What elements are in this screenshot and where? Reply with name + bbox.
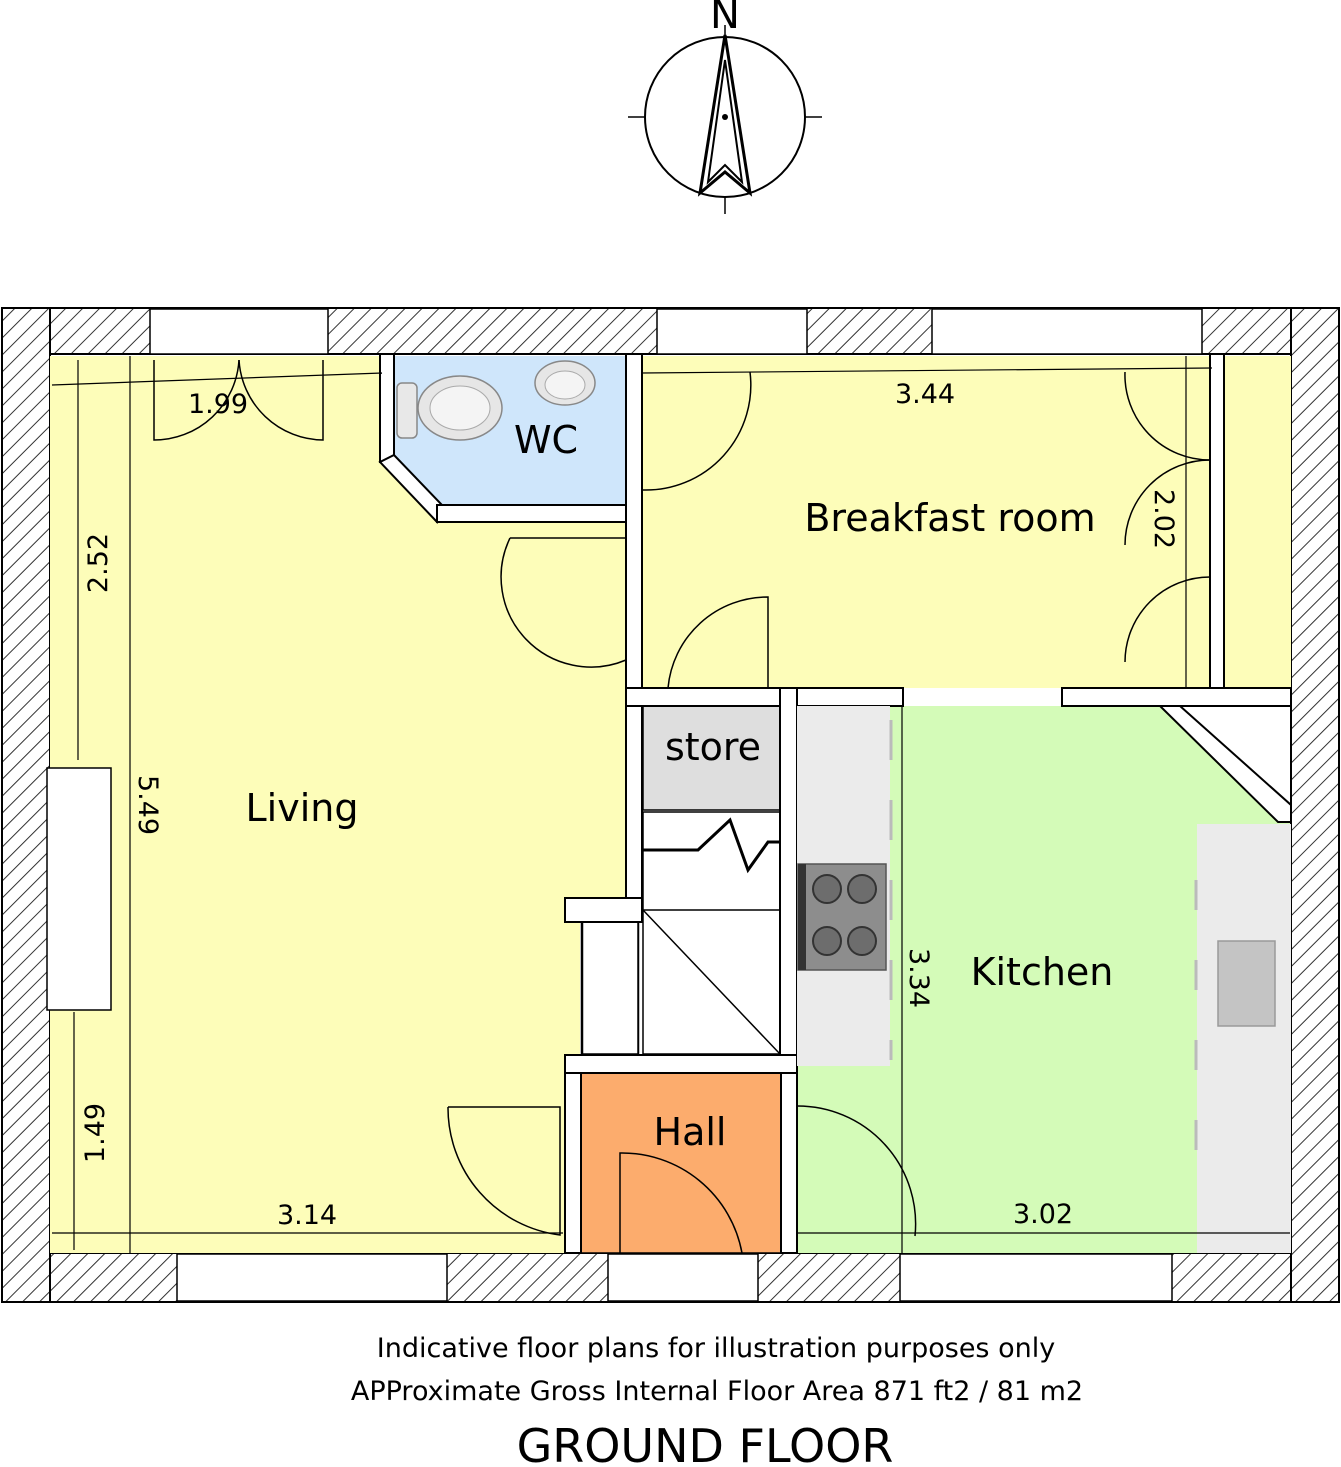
windows <box>149 308 1203 1302</box>
store-label: store <box>665 725 761 769</box>
dim-living-left-lower: 1.49 <box>80 1103 111 1163</box>
dim-living-height: 5.49 <box>132 775 163 835</box>
dim-living-bottom: 3.14 <box>277 1200 337 1231</box>
kitchen-counters <box>797 706 1291 1253</box>
dim-living-left-upper: 2.52 <box>83 533 114 593</box>
note-line-1: Indicative floor plans for illustration … <box>377 1333 1055 1364</box>
hob-icon <box>797 863 887 971</box>
hall-label: Hall <box>654 1110 727 1154</box>
breakfast-label: Breakfast room <box>804 496 1095 540</box>
living-room <box>50 356 626 1253</box>
fireplace-hearth <box>46 767 112 1011</box>
staircase <box>580 811 781 1055</box>
breakfast-alcove <box>1224 356 1291 688</box>
store-room <box>642 705 781 811</box>
hall-room <box>580 1072 782 1254</box>
dimension-lines <box>51 356 1290 1253</box>
dim-kitchen-height: 3.34 <box>903 948 934 1008</box>
compass-north-label: N <box>710 0 740 38</box>
breakfast-room <box>642 356 1210 688</box>
kitchen-room <box>797 706 1290 1253</box>
dim-kitchen-width: 3.02 <box>1013 1199 1073 1230</box>
toilet-cistern-icon <box>396 382 418 439</box>
living-label: Living <box>246 786 359 830</box>
dim-breakfast-height: 2.02 <box>1148 489 1179 549</box>
kitchen-label: Kitchen <box>971 950 1114 994</box>
doors <box>153 359 1211 1254</box>
wc-fixtures <box>396 360 596 441</box>
dim-breakfast-width: 3.44 <box>895 379 955 410</box>
sink-icon <box>1217 940 1276 1027</box>
dim-living-top: 1.99 <box>188 389 248 420</box>
note-line-2: APProximate Gross Internal Floor Area 87… <box>351 1376 1083 1407</box>
wc-label: WC <box>514 418 578 462</box>
interior-walls <box>378 353 1292 1254</box>
floor-title: GROUND FLOOR <box>517 1419 894 1467</box>
compass: N <box>628 0 822 214</box>
